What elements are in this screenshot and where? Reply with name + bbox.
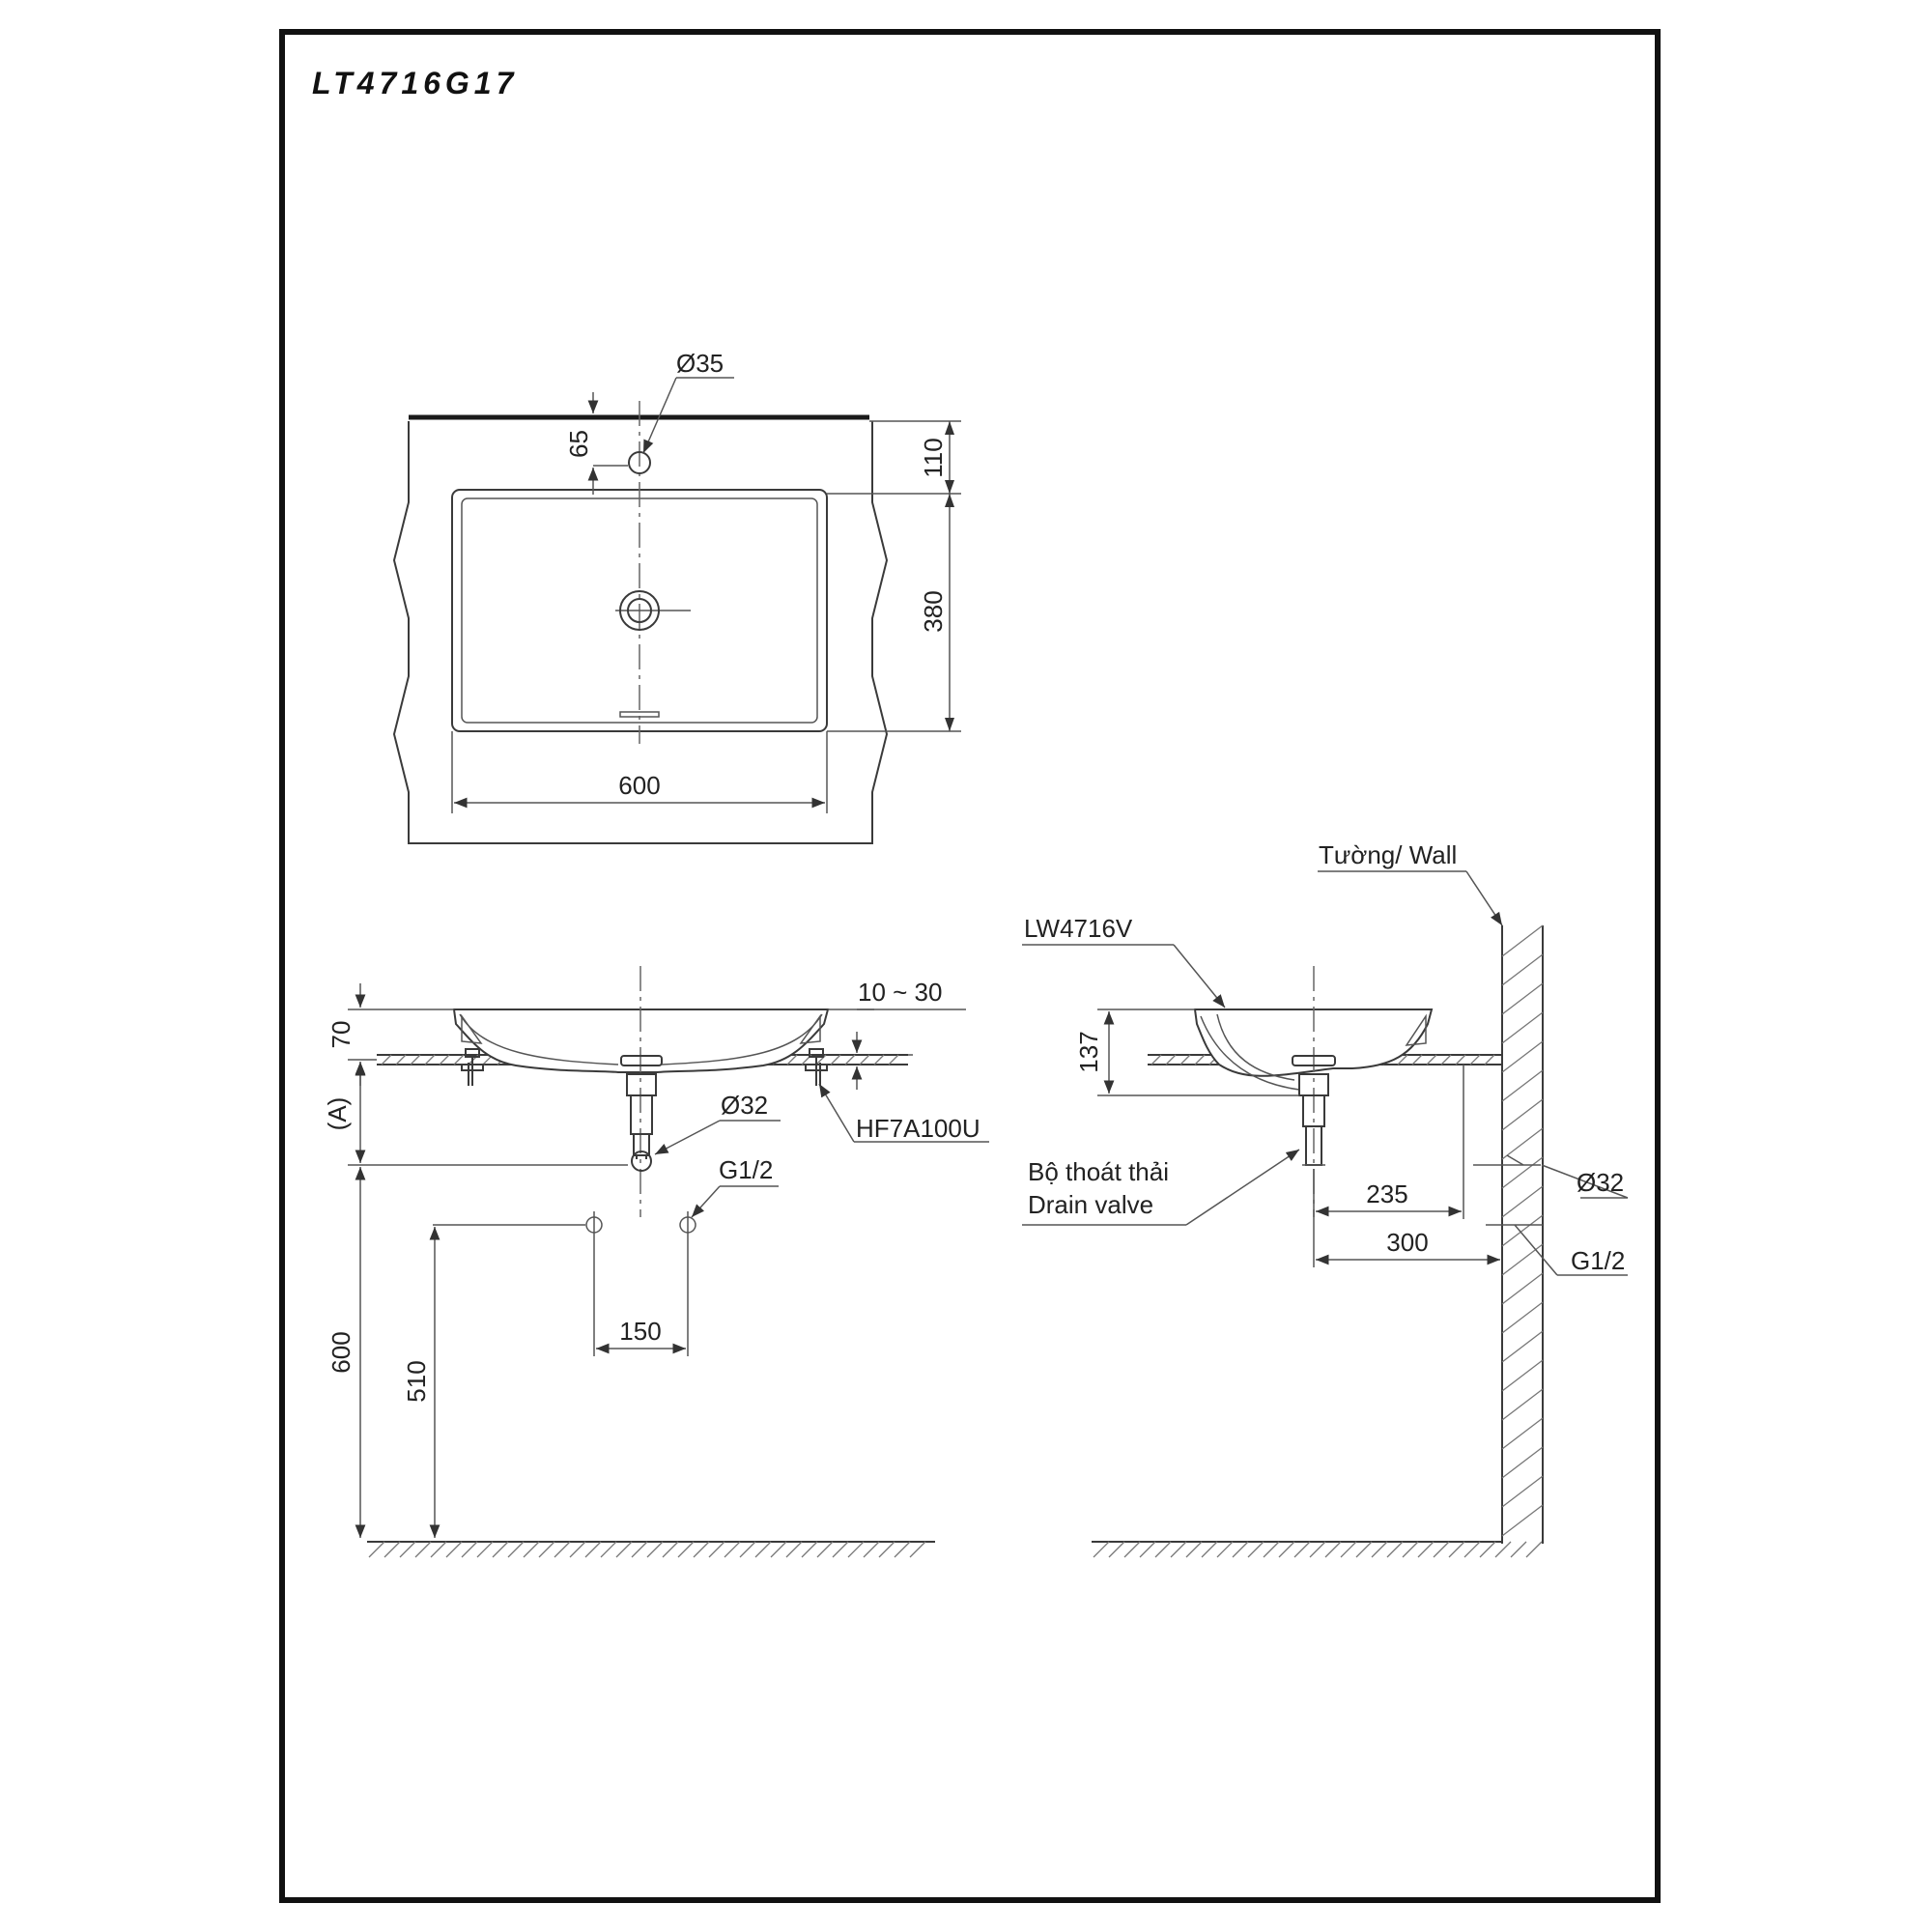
side-supply-label: G1/2	[1571, 1246, 1625, 1275]
drain-outer	[619, 590, 660, 631]
wall-label: Tường/ Wall	[1319, 840, 1457, 869]
faucet-hole	[628, 451, 651, 474]
dim-A: (A)	[323, 1097, 352, 1131]
drain-valve-label-vi: Bộ thoát thải	[1028, 1157, 1169, 1186]
wall-hatch	[1501, 924, 1544, 1537]
drawing-frame	[279, 29, 1661, 1903]
model-title: LT4716G17	[312, 66, 518, 100]
dim-65: 65	[564, 430, 593, 458]
dim-top-600: 600	[618, 771, 660, 800]
drain-body-front	[626, 1073, 657, 1096]
drain-cap-side	[1292, 1055, 1336, 1066]
top-view: Ø35 65 110 380 600	[392, 349, 961, 844]
fixing-bolt-left	[461, 1048, 484, 1086]
side-view: Tường/ Wall LW4716V 137 Bộ thoát thải Dr…	[1022, 840, 1629, 1558]
front-view: 70 (A) 10 ~ 30 HF7A100U Ø32 G1/2 150	[323, 966, 989, 1558]
fixing-bolt-right	[805, 1048, 828, 1086]
dim-380: 380	[919, 590, 948, 632]
drain-outlet-front	[631, 1151, 652, 1172]
dim-300: 300	[1386, 1228, 1428, 1257]
side-drain-dia: Ø32	[1577, 1168, 1624, 1197]
floor-hatch-side	[1093, 1541, 1543, 1558]
drain-cap-front	[620, 1055, 663, 1066]
dim-70: 70	[327, 1021, 355, 1049]
fixing-kit-label: HF7A100U	[856, 1114, 980, 1143]
dim-150: 150	[619, 1317, 661, 1346]
front-supply-label: G1/2	[719, 1155, 773, 1184]
basin-section-side	[1193, 1009, 1434, 1077]
dim-10-30: 10 ~ 30	[858, 978, 942, 1007]
dim-front-600: 600	[327, 1331, 355, 1373]
front-drain-dia: Ø32	[721, 1091, 768, 1120]
dim-510: 510	[402, 1360, 431, 1402]
drain-valve-label-en: Drain valve	[1028, 1190, 1153, 1219]
counter-outline	[392, 421, 889, 844]
overflow-slot	[619, 711, 660, 718]
dim-137: 137	[1074, 1031, 1103, 1072]
dim-235: 235	[1366, 1179, 1407, 1208]
drain-inner	[627, 598, 652, 623]
floor-hatch-front	[368, 1541, 926, 1558]
dim-110: 110	[919, 438, 948, 477]
basin-model-label: LW4716V	[1024, 914, 1133, 943]
dim-faucet-hole: Ø35	[676, 349, 724, 378]
